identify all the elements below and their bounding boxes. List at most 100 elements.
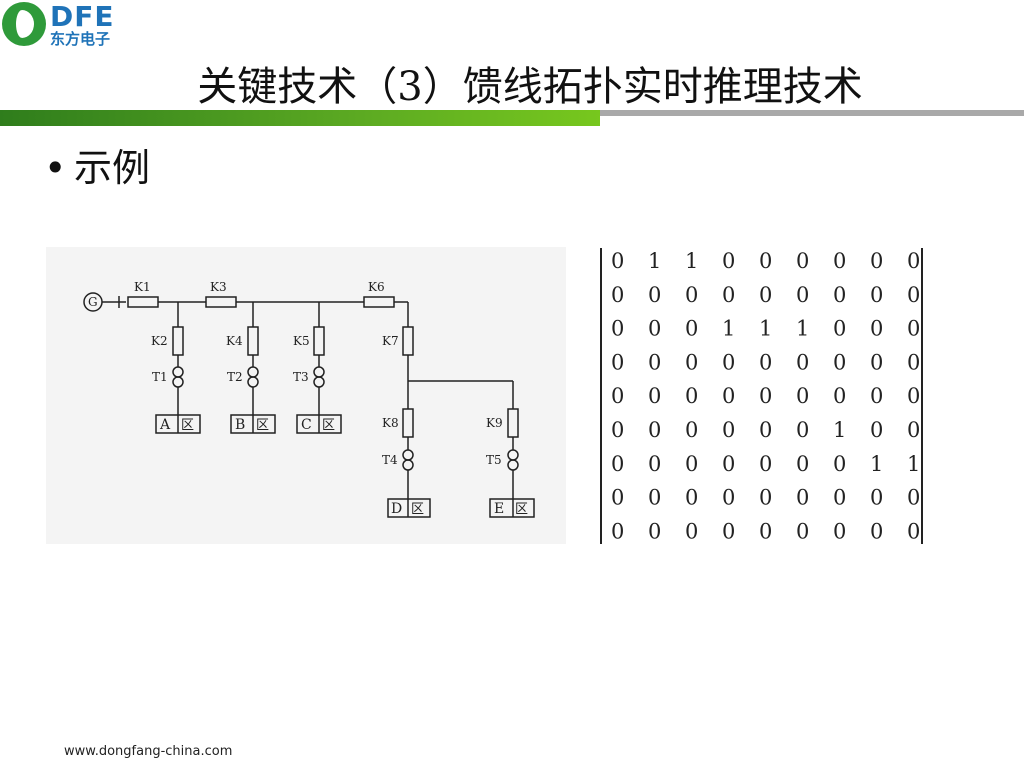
load-b-letter: B <box>235 417 245 433</box>
matrix-cell: 0 <box>685 317 698 341</box>
load-c-letter: C <box>301 417 312 433</box>
matrix-cell: 0 <box>907 283 920 307</box>
matrix-cell: 0 <box>907 317 920 341</box>
matrix-cell: 0 <box>685 384 698 408</box>
matrix-cell: 0 <box>759 519 772 543</box>
matrix-cell: 0 <box>722 486 735 510</box>
label-k3: K3 <box>210 280 227 294</box>
feeder-topology-diagram: G K1 K3 K6 K2 K4 K5 K7 K8 K9 T1 T2 T3 T4… <box>46 247 566 544</box>
slide-title: 关键技术（3）馈线拓扑实时推理技术 <box>197 64 863 110</box>
matrix-cell: 0 <box>722 519 735 543</box>
matrix-cell: 1 <box>648 249 661 273</box>
label-t3: T3 <box>293 370 309 384</box>
matrix-cell: 0 <box>796 519 809 543</box>
footer-url: www.dongfang-china.com <box>64 744 233 759</box>
matrix-cell: 0 <box>611 452 624 476</box>
title-divider-green <box>0 110 600 126</box>
switch-k5 <box>313 326 325 356</box>
load-a-letter: A <box>159 417 171 433</box>
matrix-cell: 0 <box>685 283 698 307</box>
matrix-cell: 0 <box>685 350 698 374</box>
matrix-cell: 1 <box>870 452 883 476</box>
matrix-cell: 0 <box>833 384 846 408</box>
matrix-cell: 0 <box>796 418 809 442</box>
load-a-sym: 区 <box>181 418 194 433</box>
load-b-sym: 区 <box>256 418 269 433</box>
matrix-cell: 0 <box>759 486 772 510</box>
matrix-cell: 0 <box>611 249 624 273</box>
matrix-cell: 0 <box>796 452 809 476</box>
load-e-letter: E <box>494 501 504 517</box>
matrix-cell: 0 <box>759 283 772 307</box>
label-k7: K7 <box>382 334 399 348</box>
matrix-cell: 0 <box>685 418 698 442</box>
matrix-cell: 0 <box>833 452 846 476</box>
matrix-cell: 0 <box>796 249 809 273</box>
matrix-cell: 0 <box>611 317 624 341</box>
matrix-cell: 1 <box>796 317 809 341</box>
matrix-cell: 0 <box>833 486 846 510</box>
matrix-cell: 0 <box>870 486 883 510</box>
label-k8: K8 <box>382 416 399 430</box>
matrix-cell: 0 <box>870 283 883 307</box>
matrix-cell: 0 <box>870 350 883 374</box>
matrix-cell: 0 <box>648 350 661 374</box>
matrix-cell: 0 <box>870 519 883 543</box>
label-k2: K2 <box>151 334 168 348</box>
generator-label: G <box>88 295 98 309</box>
bullet-text: 示例 <box>74 146 151 190</box>
load-d-letter: D <box>391 501 402 517</box>
switch-k1 <box>127 296 159 308</box>
matrix-cell: 0 <box>833 249 846 273</box>
logo-subtitle-text: 东方电子 <box>50 30 111 48</box>
matrix-cell: 0 <box>611 486 624 510</box>
matrix-cell: 0 <box>907 519 920 543</box>
label-k9: K9 <box>486 416 503 430</box>
switch-k9 <box>507 408 519 438</box>
matrix-cell: 0 <box>870 384 883 408</box>
matrix-cell: 0 <box>685 519 698 543</box>
matrix-cell: 0 <box>648 384 661 408</box>
matrix-cell: 0 <box>833 317 846 341</box>
load-box-d <box>387 498 431 518</box>
load-c-sym: 区 <box>322 418 335 433</box>
logo-brand-text: DFE <box>50 0 115 33</box>
matrix-cell: 0 <box>611 384 624 408</box>
bullet-item: •示例 <box>44 142 150 194</box>
matrix-cell: 0 <box>870 249 883 273</box>
label-t2: T2 <box>227 370 243 384</box>
matrix-cell: 0 <box>722 350 735 374</box>
logo-circle-icon <box>2 2 46 46</box>
matrix-cell: 0 <box>648 283 661 307</box>
load-d-sym: 区 <box>411 502 424 517</box>
label-t5: T5 <box>486 453 502 467</box>
matrix-cell: 0 <box>722 418 735 442</box>
label-k4: K4 <box>226 334 243 348</box>
switch-k4 <box>247 326 259 356</box>
matrix-cell: 0 <box>759 249 772 273</box>
switch-k6 <box>363 296 395 308</box>
matrix-cell: 0 <box>722 249 735 273</box>
matrix-cell: 0 <box>870 317 883 341</box>
matrix-cell: 0 <box>907 384 920 408</box>
matrix-cell: 1 <box>722 317 735 341</box>
switch-k3 <box>205 296 237 308</box>
matrix-cell: 0 <box>611 418 624 442</box>
switch-k7 <box>402 326 414 356</box>
matrix-cell: 0 <box>648 519 661 543</box>
bullet-marker: • <box>44 146 67 190</box>
matrix-cell: 1 <box>833 418 846 442</box>
label-t1: T1 <box>152 370 168 384</box>
label-t4: T4 <box>382 453 398 467</box>
matrix-cell: 0 <box>759 384 772 408</box>
matrix-cell: 0 <box>907 350 920 374</box>
matrix-cell: 0 <box>685 452 698 476</box>
matrix-cell: 0 <box>648 418 661 442</box>
load-box-e <box>489 498 535 518</box>
load-e-sym: 区 <box>515 502 528 517</box>
matrix-cell: 0 <box>611 519 624 543</box>
matrix-cell: 0 <box>648 452 661 476</box>
label-k1: K1 <box>134 280 151 294</box>
matrix-cell: 0 <box>796 283 809 307</box>
